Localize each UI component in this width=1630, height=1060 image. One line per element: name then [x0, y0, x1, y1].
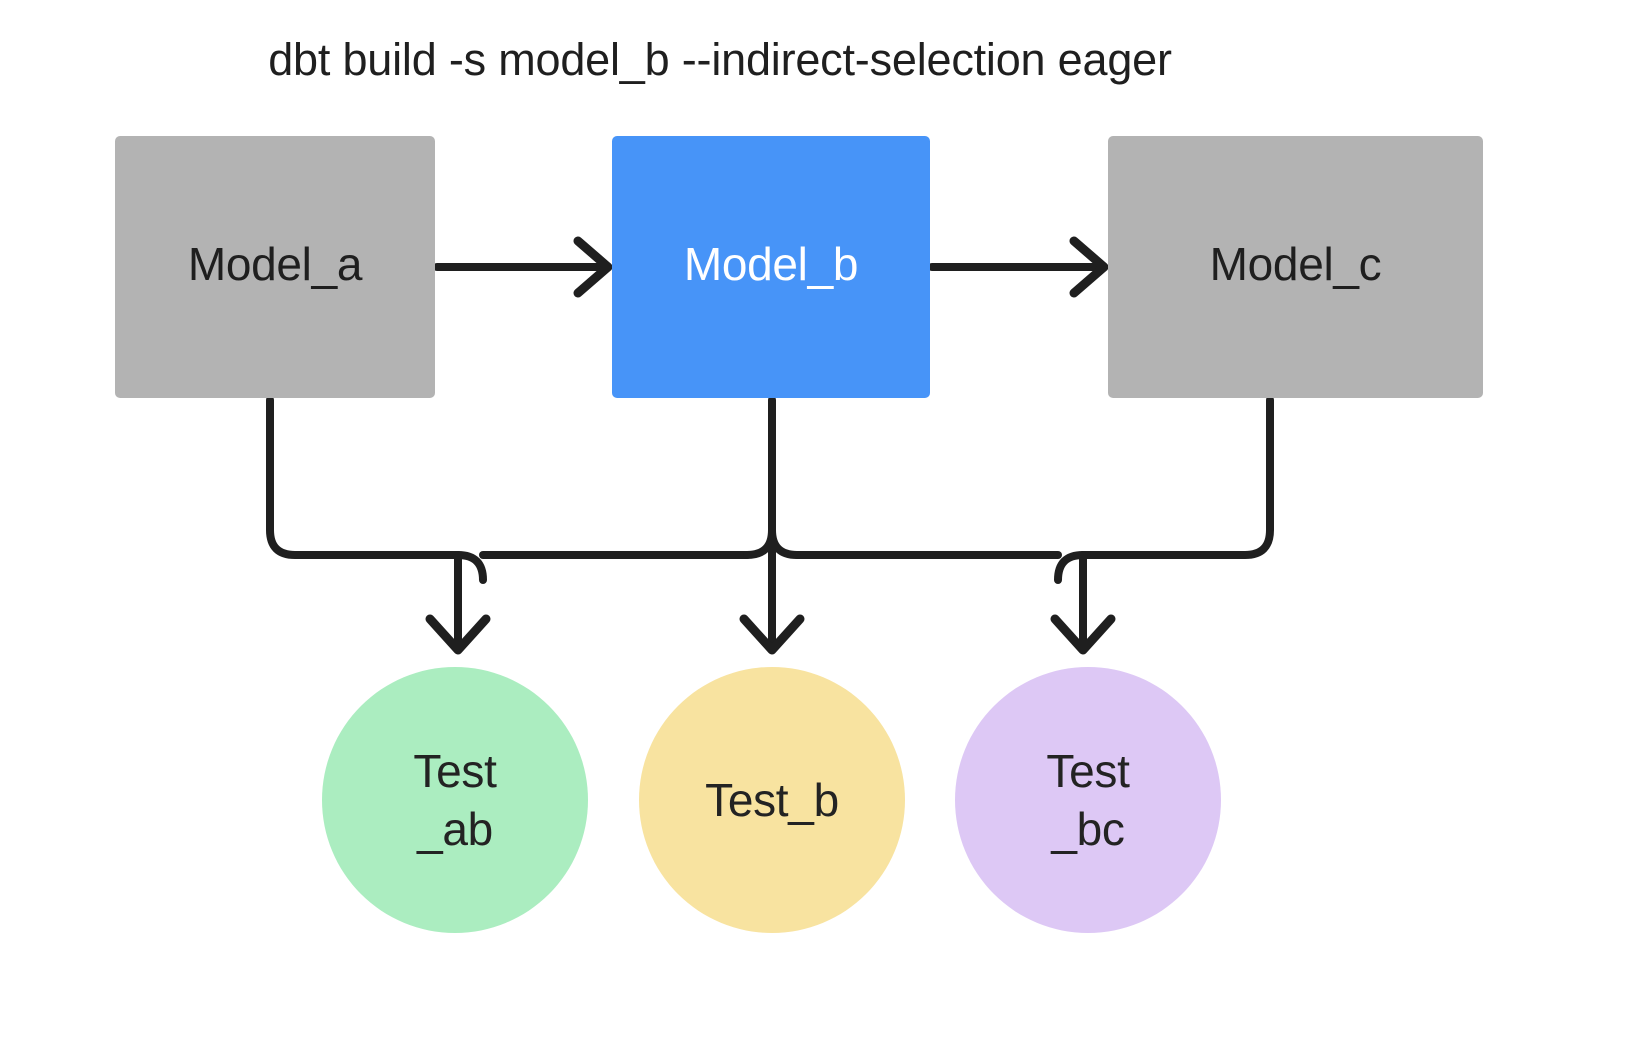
node-test-bc[interactable]: Test _bc: [955, 667, 1221, 933]
node-model-b[interactable]: Model_b: [612, 136, 930, 398]
edge-arrow-test-ab: [425, 551, 491, 655]
edge-model-b-bus: [454, 526, 1087, 584]
node-test-ab-label: Test _ab: [413, 745, 497, 855]
edge-model-c-to-test-bc: [1079, 396, 1274, 559]
edge-arrow-test-bc: [1050, 551, 1116, 655]
edge-model-b-to-model-c: [928, 236, 1109, 298]
node-test-b-label: Test_b: [705, 774, 839, 826]
node-model-a-label: Model_a: [187, 238, 363, 290]
edge-model-a-to-test-ab: [266, 396, 462, 559]
node-model-c-label: Model_c: [1209, 238, 1382, 290]
node-model-c[interactable]: Model_c: [1108, 136, 1483, 398]
edge-model-b-trunk: [739, 396, 805, 655]
node-model-b-label: Model_b: [683, 238, 859, 290]
edge-model-a-to-model-b: [433, 236, 613, 298]
node-model-a[interactable]: Model_a: [115, 136, 435, 398]
node-test-ab[interactable]: Test _ab: [322, 667, 588, 933]
node-test-bc-label: Test _bc: [1046, 745, 1130, 855]
node-test-b[interactable]: Test_b: [639, 667, 905, 933]
page-title: dbt build -s model_b --indirect-selectio…: [268, 34, 1172, 85]
